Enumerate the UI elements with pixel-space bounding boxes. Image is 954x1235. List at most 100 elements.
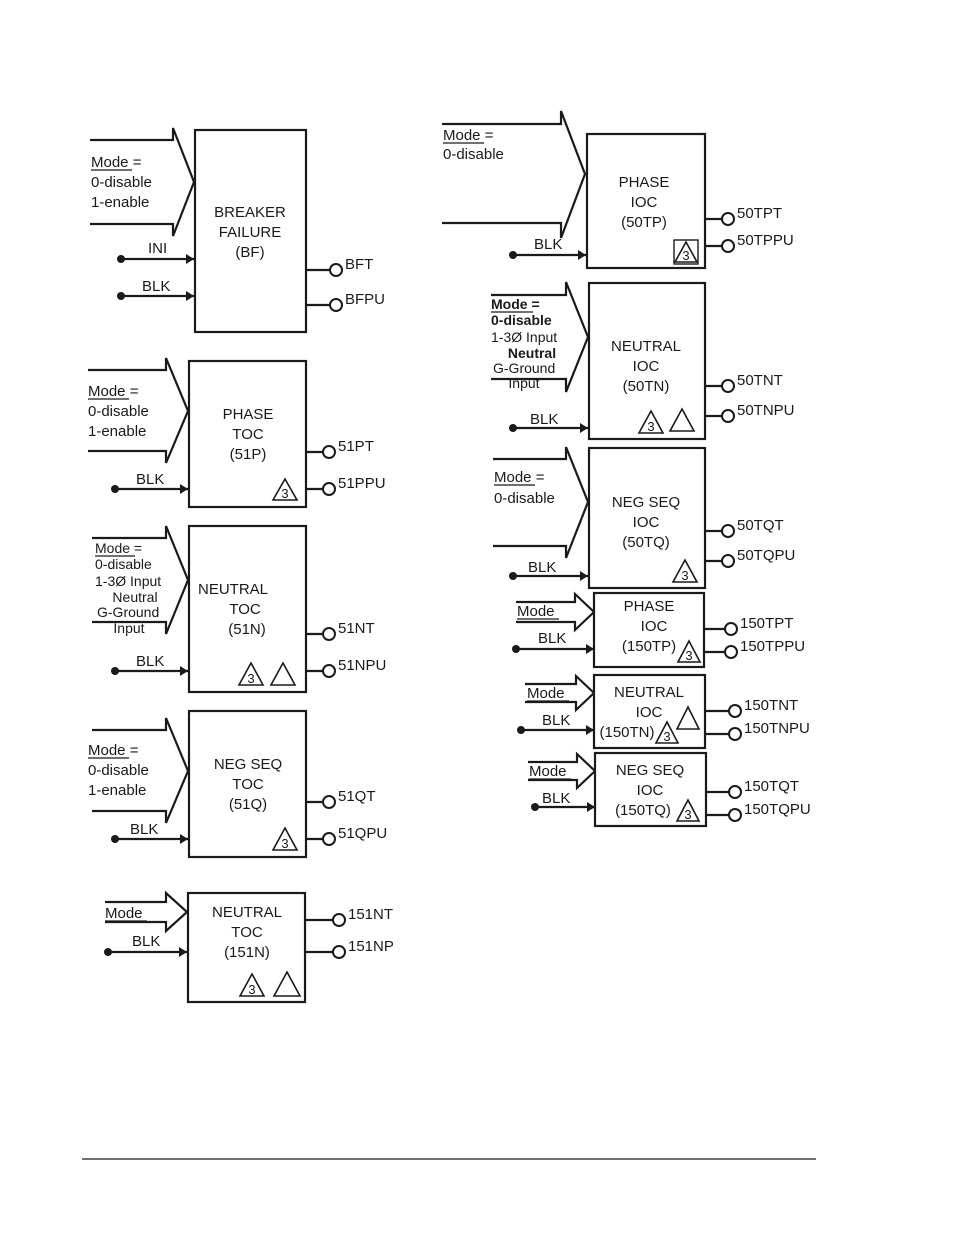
svg-text:3: 3 bbox=[281, 836, 288, 851]
blk-input-label: BLK bbox=[130, 821, 158, 838]
output-label-151nt: 151NT bbox=[348, 906, 393, 923]
phase-ioc-50tp-block: Mode = 0-disable BLK PHASE IOC (50TP) 3 … bbox=[442, 110, 794, 270]
neg-seq-toc-51q-block: Mode = 0-disable 1-enable BLK NEG SEQ TO… bbox=[88, 709, 387, 859]
block-title-line-2: TOC bbox=[229, 601, 261, 618]
mode-label: Mode = bbox=[443, 127, 494, 144]
output-terminal bbox=[322, 832, 336, 846]
output-label-151np: 151NP bbox=[348, 938, 394, 955]
mode-option-input: Input bbox=[113, 620, 144, 636]
output-label-150tnt: 150TNT bbox=[744, 697, 798, 714]
block-title-line-1: NEG SEQ bbox=[214, 756, 282, 773]
mode-label: Mode bbox=[105, 905, 143, 922]
bf-block-box bbox=[193, 128, 308, 334]
output-terminal bbox=[332, 945, 346, 959]
block-title-line-1: NEUTRAL bbox=[614, 684, 684, 701]
output-label-51ppu: 51PPU bbox=[338, 475, 386, 492]
output-terminal bbox=[721, 524, 735, 538]
output-label-51npu: 51NPU bbox=[338, 657, 386, 674]
block-title-line-2: IOC bbox=[633, 358, 660, 375]
mode-option-disable: 0-disable bbox=[88, 762, 149, 779]
output-terminal bbox=[724, 622, 738, 636]
neutral-toc-151n-block: Mode BLK NEUTRAL TOC (151N) 3 151NT 151N… bbox=[104, 890, 394, 1004]
block-title-line-2: FAILURE bbox=[219, 224, 282, 241]
three-phase-badge-icon: 3 bbox=[654, 720, 680, 744]
block-title-line-3: (51Q) bbox=[229, 796, 267, 813]
output-terminal bbox=[721, 212, 735, 226]
block-title-line-2: TOC bbox=[232, 776, 264, 793]
block-title-line-1: PHASE bbox=[223, 406, 274, 423]
output-terminal bbox=[728, 727, 742, 741]
blk-input-label: BLK bbox=[534, 236, 562, 253]
output-label-150tqpu: 150TQPU bbox=[744, 801, 811, 818]
block-title-line-2: IOC bbox=[636, 704, 663, 721]
ground-triangle-icon bbox=[269, 661, 297, 686]
neg-seq-ioc-150tq-block: Mode BLK NEG SEQ IOC (150TQ) 3 150TQT 15… bbox=[528, 751, 811, 828]
block-title-line-2: TOC bbox=[232, 426, 264, 443]
output-terminal bbox=[322, 795, 336, 809]
block-title-line-3: (150TQ) bbox=[615, 802, 671, 819]
mode-option-disable: 0-disable bbox=[95, 556, 152, 572]
blk-input-label: BLK bbox=[132, 933, 160, 950]
mode-option-neutral: Neutral bbox=[508, 345, 556, 361]
block-title-line-3: (150TP) bbox=[622, 638, 676, 655]
mode-option-input: Input bbox=[508, 375, 539, 391]
mode-label: Mode = bbox=[491, 296, 540, 312]
block-title-line-1: BREAKER bbox=[214, 204, 286, 221]
mode-option-neutral: Neutral bbox=[112, 589, 157, 605]
output-label-50tqpu: 50TQPU bbox=[737, 547, 795, 564]
block-title-line-2: IOC bbox=[633, 514, 660, 531]
mode-option-enable: 1-enable bbox=[91, 194, 149, 211]
blk-input-label: BLK bbox=[530, 411, 558, 428]
output-label-51pt: 51PT bbox=[338, 438, 374, 455]
output-label-150tpt: 150TPT bbox=[740, 615, 793, 632]
output-label-bfpu: BFPU bbox=[345, 291, 385, 308]
block-title-line-1: NEG SEQ bbox=[616, 762, 684, 779]
block-title-line-3: (51P) bbox=[230, 446, 267, 463]
output-label-51qpu: 51QPU bbox=[338, 825, 387, 842]
output-terminal bbox=[329, 298, 343, 312]
neutral-ioc-150tn-block: Mode BLK NEUTRAL IOC (150TN) 3 150TNT 15… bbox=[517, 673, 810, 750]
51n-block-box bbox=[187, 524, 308, 694]
breaker-failure-block: Mode = 0-disable 1-enable INI BLK BREAKE… bbox=[90, 127, 385, 334]
output-terminal bbox=[728, 808, 742, 822]
output-terminal bbox=[322, 445, 336, 459]
block-title-line-2: IOC bbox=[637, 782, 664, 799]
mode-label: Mode = bbox=[88, 383, 139, 400]
neutral-toc-51n-block: Mode = 0-disable 1-3Ø Input Neutral G-Gr… bbox=[92, 524, 386, 694]
svg-text:3: 3 bbox=[247, 671, 254, 686]
three-phase-badge-icon: 3 bbox=[675, 798, 701, 822]
mode-option-disable: 0-disable bbox=[491, 312, 552, 328]
block-title-line-2: IOC bbox=[641, 618, 668, 635]
block-title-line-3: (51N) bbox=[228, 621, 266, 638]
output-label-50tnt: 50TNT bbox=[737, 372, 783, 389]
svg-text:3: 3 bbox=[681, 568, 688, 583]
three-phase-badge-icon: 3 bbox=[673, 240, 699, 263]
svg-text:3: 3 bbox=[663, 729, 670, 744]
output-terminal bbox=[322, 482, 336, 496]
block-title-line-1: NEUTRAL bbox=[611, 338, 681, 355]
output-terminal bbox=[728, 785, 742, 799]
output-terminal bbox=[721, 239, 735, 253]
mode-input-arrow bbox=[442, 110, 587, 239]
mode-option-disable: 0-disable bbox=[88, 403, 149, 420]
output-terminal bbox=[721, 379, 735, 393]
ground-triangle-icon bbox=[675, 705, 701, 730]
block-title-line-3: (50TN) bbox=[623, 378, 670, 395]
svg-text:3: 3 bbox=[647, 419, 654, 434]
svg-text:3: 3 bbox=[248, 982, 255, 997]
blk-input-label: BLK bbox=[538, 630, 566, 647]
output-terminal bbox=[322, 627, 336, 641]
mode-option-ground: G-Ground bbox=[97, 604, 159, 620]
blk-input-label: BLK bbox=[142, 278, 170, 295]
output-terminal bbox=[721, 554, 735, 568]
block-title-line-2: IOC bbox=[631, 194, 658, 211]
neg-seq-ioc-50tq-block: Mode = 0-disable BLK NEG SEQ IOC (50TQ) … bbox=[493, 446, 795, 590]
three-phase-badge-icon: 3 bbox=[271, 826, 299, 851]
mode-option-ground: G-Ground bbox=[493, 360, 555, 376]
block-title-line-1: PHASE bbox=[624, 598, 675, 615]
output-terminal bbox=[724, 645, 738, 659]
three-phase-badge-icon: 3 bbox=[671, 558, 699, 583]
block-title-line-3: (50TQ) bbox=[622, 534, 670, 551]
svg-text:3: 3 bbox=[684, 807, 691, 822]
